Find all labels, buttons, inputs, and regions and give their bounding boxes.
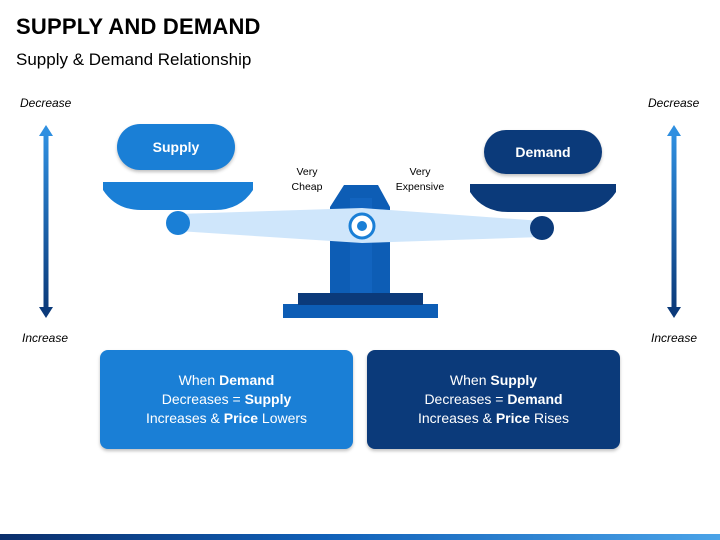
demand-pill: Demand xyxy=(484,130,602,174)
left-axis-top-label: Decrease xyxy=(20,96,72,110)
left-info-line2: Decreases = Supply xyxy=(161,391,292,407)
scale-base xyxy=(283,185,438,318)
supply-pill: Supply xyxy=(117,124,235,170)
left-info-line1: When Demand xyxy=(178,372,275,388)
left-double-arrow xyxy=(39,125,53,318)
footer-bar xyxy=(0,534,720,540)
left-axis-bottom-label: Increase xyxy=(22,331,69,345)
right-beam-end xyxy=(530,216,554,240)
right-double-arrow xyxy=(667,125,681,318)
right-info-box: When Supply Decreases = Demand Increases… xyxy=(367,350,620,449)
right-axis-top-label: Decrease xyxy=(648,96,700,110)
very-cheap-label: Very Cheap xyxy=(272,165,342,195)
left-info-line3: Increases & Price Lowers xyxy=(145,410,308,426)
right-info-line3: Increases & Price Rises xyxy=(418,410,569,426)
scale-pivot xyxy=(348,212,376,240)
right-pan xyxy=(470,184,616,212)
very-cheap-line2: Cheap xyxy=(291,181,323,193)
very-expensive-label: Very Expensive xyxy=(385,165,455,195)
very-expensive-line1: Very xyxy=(409,166,431,178)
left-info-box: When Demand Decreases = Supply Increases… xyxy=(100,350,353,449)
left-beam-end xyxy=(166,211,190,235)
left-pan xyxy=(103,182,253,210)
right-info-line1: When Supply xyxy=(449,372,538,388)
page-title: SUPPLY AND DEMAND xyxy=(16,14,261,39)
right-info-line2: Decreases = Demand xyxy=(424,391,563,407)
page-subtitle: Supply & Demand Relationship xyxy=(16,50,252,69)
right-axis-bottom-label: Increase xyxy=(651,331,698,345)
very-expensive-line2: Expensive xyxy=(395,181,445,193)
very-cheap-line1: Very xyxy=(296,166,318,178)
